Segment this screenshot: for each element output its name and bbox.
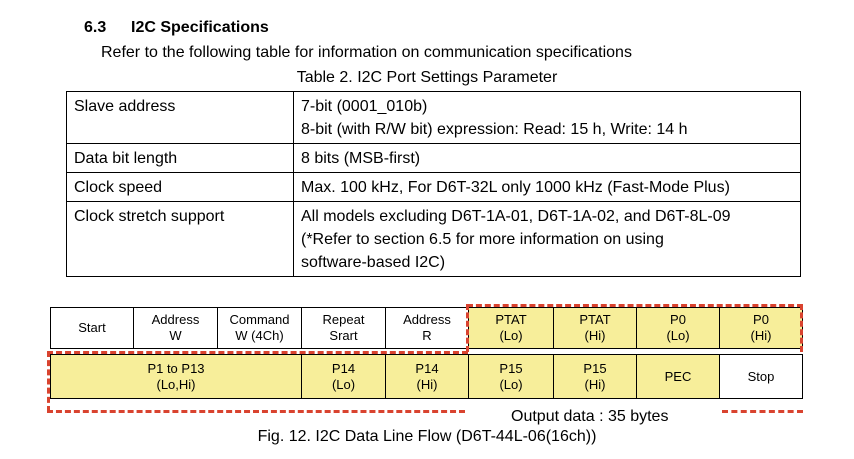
flow-cell-line: P14	[331, 360, 356, 376]
flow-cell-line: (Hi)	[584, 376, 606, 392]
flow-cell-line: (Lo)	[499, 376, 523, 392]
spec-row: Clock speed Max. 100 kHz, For D6T-32L onl…	[66, 172, 801, 202]
output-outline-right	[800, 304, 803, 352]
flow-cell-line: Start	[78, 320, 106, 335]
flow-cell: PTAT(Hi)	[553, 307, 637, 349]
section-title: I2C Specifications	[131, 19, 269, 36]
flow-cell-line: Srart	[329, 328, 358, 343]
flow-cell: PEC	[636, 354, 720, 399]
i2c-settings-table: Slave address 7-bit (0001_010b) 8-bit (wit…	[66, 91, 801, 277]
flow-cell-line: PEC	[664, 368, 692, 384]
output-outline-left	[47, 351, 50, 412]
flow-cell-line: P0	[670, 312, 686, 327]
flow-cell-line: (Lo,Hi)	[156, 376, 196, 392]
flow-cell-line: (Hi)	[584, 328, 606, 343]
output-outline-top	[467, 304, 803, 307]
spec-value: 7-bit (0001_010b) 8-bit (with R/W bit) ex…	[293, 91, 801, 144]
flow-cell-line: Stop	[747, 368, 775, 384]
flow-cell-line: W	[169, 328, 182, 343]
spec-value-line: All models excluding D6T-1A-01, D6T-1A-0…	[301, 208, 731, 225]
spec-row: Clock stretch support All models excludin…	[66, 201, 801, 277]
data-flow-row-2-cells: P1 to P13(Lo,Hi)P14(Lo)P14(Hi)P15(Lo)P15…	[50, 354, 803, 399]
flow-cell-line: R	[422, 328, 432, 343]
spec-value-line: 7-bit (0001_010b)	[301, 98, 428, 115]
spec-row: Slave address 7-bit (0001_010b) 8-bit (wit…	[66, 91, 801, 144]
spec-row: Data bit length 8 bits (MSB-first)	[66, 143, 801, 173]
flow-cell-line: (Hi)	[750, 328, 772, 343]
section-number: 6.3	[84, 19, 107, 36]
spec-value-line: (*Refer to section 6.5 for more informat…	[301, 231, 664, 248]
flow-cell: P14(Hi)	[385, 354, 469, 399]
flow-cell: P14(Lo)	[301, 354, 386, 399]
flow-cell-line: W (4Ch)	[235, 328, 284, 343]
flow-cell-line: Address	[151, 312, 200, 327]
output-outline-bottom-left	[47, 410, 465, 413]
flow-cell-line: P15	[583, 360, 607, 376]
flow-cell: Stop	[719, 354, 803, 399]
output-data-label: Output data : 35 bytes	[511, 408, 669, 425]
figure-caption: Fig. 12. I2C Data Line Flow (D6T-44L-06(…	[257, 428, 597, 445]
flow-cell-line: (Hi)	[416, 376, 438, 392]
section-intro: Refer to the following table for informa…	[101, 44, 632, 61]
i2c-settings-table-body: Slave address 7-bit (0001_010b) 8-bit (wit…	[66, 91, 801, 277]
flow-cell-line: PTAT	[495, 312, 527, 327]
spec-param: Slave address	[66, 91, 294, 144]
flow-cell-line: (Lo)	[666, 328, 690, 343]
flow-cell: PTAT(Lo)	[468, 307, 554, 349]
spec-value: All models excluding D6T-1A-01, D6T-1A-0…	[293, 201, 801, 277]
spec-param: Clock speed	[66, 172, 294, 202]
flow-cell-line: P0	[753, 312, 769, 327]
flow-cell-line: P15	[499, 360, 523, 376]
flow-cell: Start	[50, 307, 134, 349]
spec-param: Clock stretch support	[66, 201, 294, 277]
flow-cell-line: (Lo)	[331, 376, 356, 392]
spec-value-line: software-based I2C)	[301, 254, 446, 271]
spec-param: Data bit length	[66, 143, 294, 173]
flow-cell-line: Address	[403, 312, 451, 327]
spec-value-line: Max. 100 kHz, For D6T-32L only 1000 kHz …	[301, 179, 730, 196]
flow-cell: P0(Hi)	[719, 307, 803, 349]
data-flow-row-2: P1 to P13(Lo,Hi)P14(Lo)P14(Hi)P15(Lo)P15…	[50, 354, 803, 399]
output-outline-mid-left	[466, 304, 469, 352]
output-outline-mid	[47, 351, 468, 354]
flow-cell: P15(Hi)	[553, 354, 637, 399]
flow-cell-line: Command	[229, 312, 290, 327]
flow-cell-line: Repeat	[322, 312, 365, 327]
spec-value: Max. 100 kHz, For D6T-32L only 1000 kHz …	[293, 172, 801, 202]
spec-value: 8 bits (MSB-first)	[293, 143, 801, 173]
flow-cell-line: PTAT	[579, 312, 611, 327]
spec-value-line: 8-bit (with R/W bit) expression: Read: 1…	[301, 121, 688, 138]
flow-cell-line: P1 to P13	[147, 360, 205, 376]
spec-value-line: 8 bits (MSB-first)	[301, 150, 421, 167]
output-outline-bottom-right	[722, 410, 803, 413]
flow-cell: P15(Lo)	[468, 354, 554, 399]
flow-cell-line: P14	[415, 360, 439, 376]
table-caption: Table 2. I2C Port Settings Parameter	[296, 69, 558, 86]
flow-cell: P1 to P13(Lo,Hi)	[50, 354, 302, 399]
flow-cell-line: (Lo)	[499, 328, 523, 343]
flow-cell: P0(Lo)	[636, 307, 720, 349]
